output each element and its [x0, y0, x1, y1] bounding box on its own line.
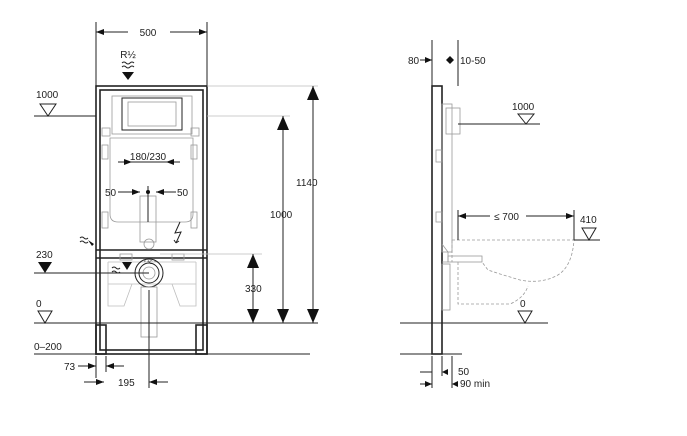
height-dims: 330 1000 1140: [160, 85, 319, 323]
mid-height-label: 1000: [270, 210, 293, 221]
projection-label: ≤ 700: [494, 212, 519, 223]
plate-height-label: 1000: [512, 102, 535, 113]
waste-offset-label: 195: [118, 378, 135, 389]
wall-range-label: 10-50: [460, 56, 486, 67]
bottom-side-dims: 50 90 min: [420, 356, 490, 390]
top-dims: 80 10-50: [408, 40, 486, 86]
water-supply-icon: [79, 236, 89, 244]
side-view: 80 10-50 1000: [400, 40, 600, 390]
depth-label: 80: [408, 56, 420, 67]
floor-line-front: 0: [34, 299, 318, 324]
front-view: ° ℃ ° 500 R½ 1000 180/230: [34, 22, 319, 389]
right-offset-label: 50: [177, 188, 189, 199]
electric-icon: [173, 221, 182, 244]
cistern-dims: 180/230 50 50: [105, 152, 189, 222]
adjust-range-label: 0–200: [34, 342, 62, 353]
svg-text:° ℃ °: ° ℃ °: [144, 260, 156, 266]
wc-bowl: [451, 239, 575, 305]
cistern: [101, 95, 200, 243]
seat-height-marker: 410: [574, 215, 600, 241]
water-inlet: R½: [120, 50, 136, 80]
total-height-label: 1140: [296, 178, 318, 189]
waste-height-label: 230: [36, 250, 53, 261]
width-label: 500: [140, 28, 157, 39]
inlet-label: R½: [120, 50, 136, 61]
seat-height-label: 410: [580, 215, 597, 226]
floor-label: 0: [520, 299, 526, 310]
foot-label: 50: [458, 367, 470, 378]
adjust-range: 0–200: [34, 342, 310, 355]
foot-offset-label: 73: [64, 362, 76, 373]
floor-label-left: 0: [36, 299, 42, 310]
dim-500: 500: [95, 22, 208, 86]
water-inlet-icon: [121, 61, 135, 69]
frame-profile: [431, 85, 483, 355]
min-depth-label: 90 min: [460, 379, 490, 390]
projection-dim: ≤ 700: [457, 210, 575, 240]
floor-line-side: 0: [400, 299, 548, 355]
waste-height-marker: 230: [34, 236, 149, 274]
flush-plate-height-label: 1000: [36, 90, 59, 101]
cistern-label: 180/230: [130, 152, 167, 163]
plate-height-marker: 1000: [34, 90, 96, 117]
bottom-dims: 73 195: [64, 290, 168, 389]
left-offset-label: 50: [105, 188, 117, 199]
outlet-height-label: 330: [245, 284, 262, 295]
side-plate-marker: 1000: [458, 102, 540, 125]
